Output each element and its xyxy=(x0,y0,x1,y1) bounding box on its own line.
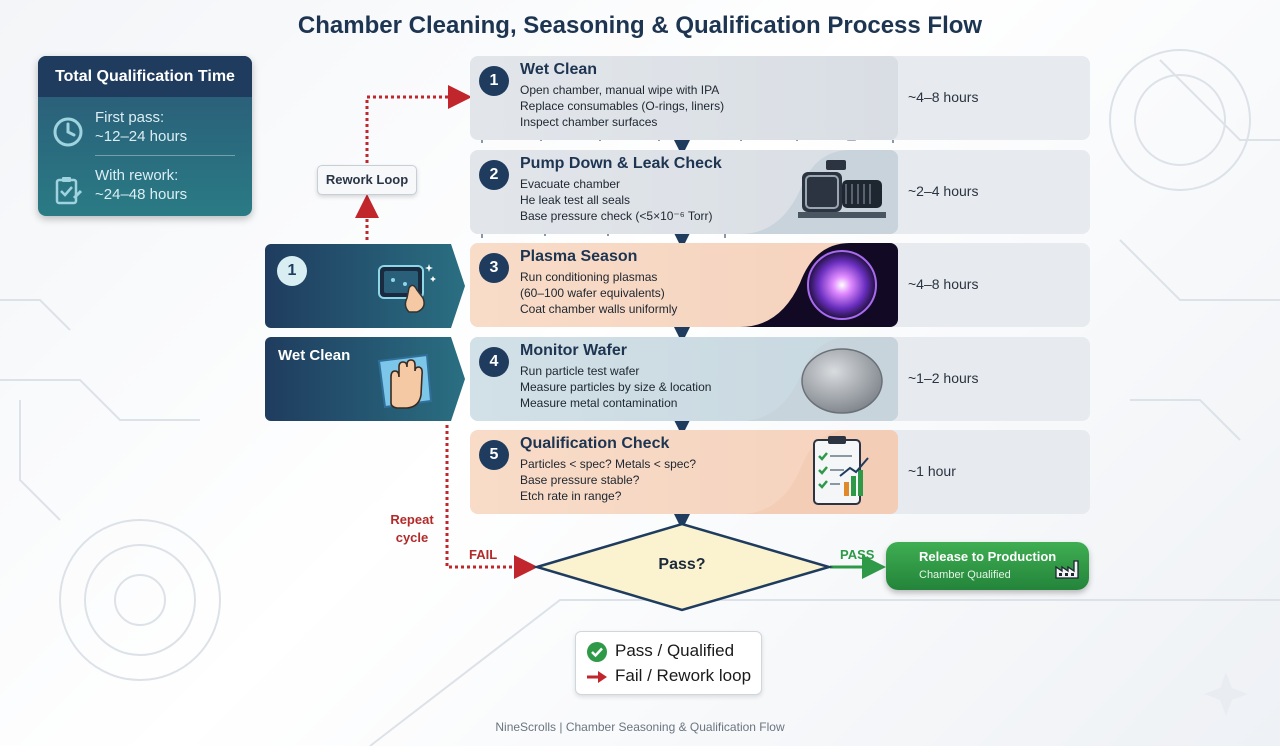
step-name: Plasma Season xyxy=(520,248,638,265)
rework-row: With rework: ~24–48 hours xyxy=(38,166,252,216)
step-card: 4 Monitor Wafer Run particle test wafer … xyxy=(470,337,898,421)
step-name: Wet Clean xyxy=(520,61,598,78)
step-1-wet-clean: 1 Wet Clean Open chamber, manual wipe wi… xyxy=(470,56,1090,140)
step-duration: ~4–8 hours xyxy=(908,89,979,105)
step-detail: Open chamber, manual wipe with IPA xyxy=(520,83,720,97)
footer-credit: NineScrolls | Chamber Seasoning & Qualif… xyxy=(495,720,785,734)
step-name: Pump Down & Leak Check xyxy=(520,155,722,172)
decision-diamond xyxy=(532,522,834,612)
step-detail: Coat chamber walls uniformly xyxy=(520,302,678,316)
legend-fail-label: Fail / Rework loop xyxy=(615,666,752,685)
step-number-badge: 3 xyxy=(479,253,509,283)
step-number-badge: 2 xyxy=(479,160,509,190)
rework-label: With rework: xyxy=(95,167,179,184)
factory-icon xyxy=(1055,560,1079,579)
legend: Pass / Qualified Fail / Rework loop xyxy=(575,631,762,695)
step-duration: ~2–4 hours xyxy=(908,183,979,199)
step-detail: Run conditioning plasmas xyxy=(520,270,658,284)
summary-heading: Total Qualification Time xyxy=(38,56,252,97)
pass-label: PASS xyxy=(840,547,875,562)
rework-value: ~24–48 hours xyxy=(95,186,188,203)
summary-divider xyxy=(95,155,235,156)
step-detail: (60–100 wafer equivalents) xyxy=(520,286,665,300)
release-title: Release to Production xyxy=(919,549,1057,564)
plasma-glow-icon xyxy=(740,243,898,327)
step-5-qualification-check: 5 Qualification Check Particles < spec? … xyxy=(470,430,1090,514)
page-title: Chamber Cleaning, Seasoning & Qualificat… xyxy=(297,12,983,39)
left-tab-label: Wet Clean xyxy=(278,347,351,364)
repeat-cycle-line-2: cycle xyxy=(395,530,429,545)
check-circle-icon xyxy=(587,642,607,662)
decision-label: Pass? xyxy=(658,556,706,573)
step-card: 2 Pump Down & Leak Check Evacuate chambe… xyxy=(470,150,898,234)
left-tab-wet-clean: Wet Clean xyxy=(265,337,465,421)
left-tab-number: 1 xyxy=(277,256,307,286)
first-pass-label: First pass: xyxy=(95,109,165,126)
step-number-badge: 4 xyxy=(479,347,509,377)
clock-icon xyxy=(53,117,83,147)
vacuum-pump-icon xyxy=(740,150,898,234)
checklist-chart-icon xyxy=(740,430,898,514)
first-pass-row: First pass: ~12–24 hours xyxy=(38,108,252,158)
step-detail: Evacuate chamber xyxy=(520,177,621,191)
tablet-touch-icon xyxy=(378,264,436,313)
red-arrow-icon xyxy=(587,671,607,683)
left-tab-1: 1 xyxy=(265,244,465,328)
repeat-cycle-label: Repeat cycle xyxy=(372,511,452,547)
first-pass-value: ~12–24 hours xyxy=(95,128,188,145)
step-detail: Measure particles by size & location xyxy=(520,380,712,394)
legend-pass-label: Pass / Qualified xyxy=(615,641,735,660)
step-name: Qualification Check xyxy=(520,435,670,452)
step-card: 3 Plasma Season Run conditioning plasmas… xyxy=(470,243,898,327)
step-detail: Base pressure check (<5×10⁻⁶ Torr) xyxy=(520,209,713,223)
step-detail: Replace consumables (O-rings, liners) xyxy=(520,99,725,113)
step-detail: He leak test all seals xyxy=(520,193,631,207)
step-duration: ~4–8 hours xyxy=(908,276,979,292)
step-detail: Etch rate in range? xyxy=(520,489,622,503)
step-name: Monitor Wafer xyxy=(520,342,627,359)
wafer-icon xyxy=(740,337,898,421)
step-duration: ~1–2 hours xyxy=(908,370,979,386)
release-subtitle: Chamber Qualified xyxy=(919,569,1011,581)
hand-wipe-icon xyxy=(377,353,433,409)
step-number-badge: 1 xyxy=(479,66,509,96)
total-qualification-time-panel: Total Qualification Time First pass: ~12… xyxy=(38,56,252,216)
step-number-badge: 5 xyxy=(479,440,509,470)
step-detail: Base pressure stable? xyxy=(520,473,640,487)
step-card: 1 Wet Clean Open chamber, manual wipe wi… xyxy=(470,56,898,140)
step-card: 5 Qualification Check Particles < spec? … xyxy=(470,430,898,514)
step-detail: Particles < spec? Metals < spec? xyxy=(520,457,697,471)
fail-label: FAIL xyxy=(469,547,498,562)
step-detail: Measure metal contamination xyxy=(520,396,678,410)
release-to-production-box: Release to Production Chamber Qualified xyxy=(886,542,1089,590)
rework-loop-label: Rework Loop xyxy=(317,165,417,195)
step-3-plasma-season: 3 Plasma Season Run conditioning plasmas… xyxy=(470,243,1090,327)
repeat-cycle-line-1: Repeat xyxy=(390,512,434,527)
step-duration: ~1 hour xyxy=(908,463,956,479)
step-4-monitor-wafer: 4 Monitor Wafer Run particle test wafer … xyxy=(470,337,1090,421)
clipboard-icon xyxy=(55,177,83,205)
step-detail: Inspect chamber surfaces xyxy=(520,115,658,129)
step-detail: Run particle test wafer xyxy=(520,364,640,378)
step-2-pump-down: 2 Pump Down & Leak Check Evacuate chambe… xyxy=(470,150,1090,234)
